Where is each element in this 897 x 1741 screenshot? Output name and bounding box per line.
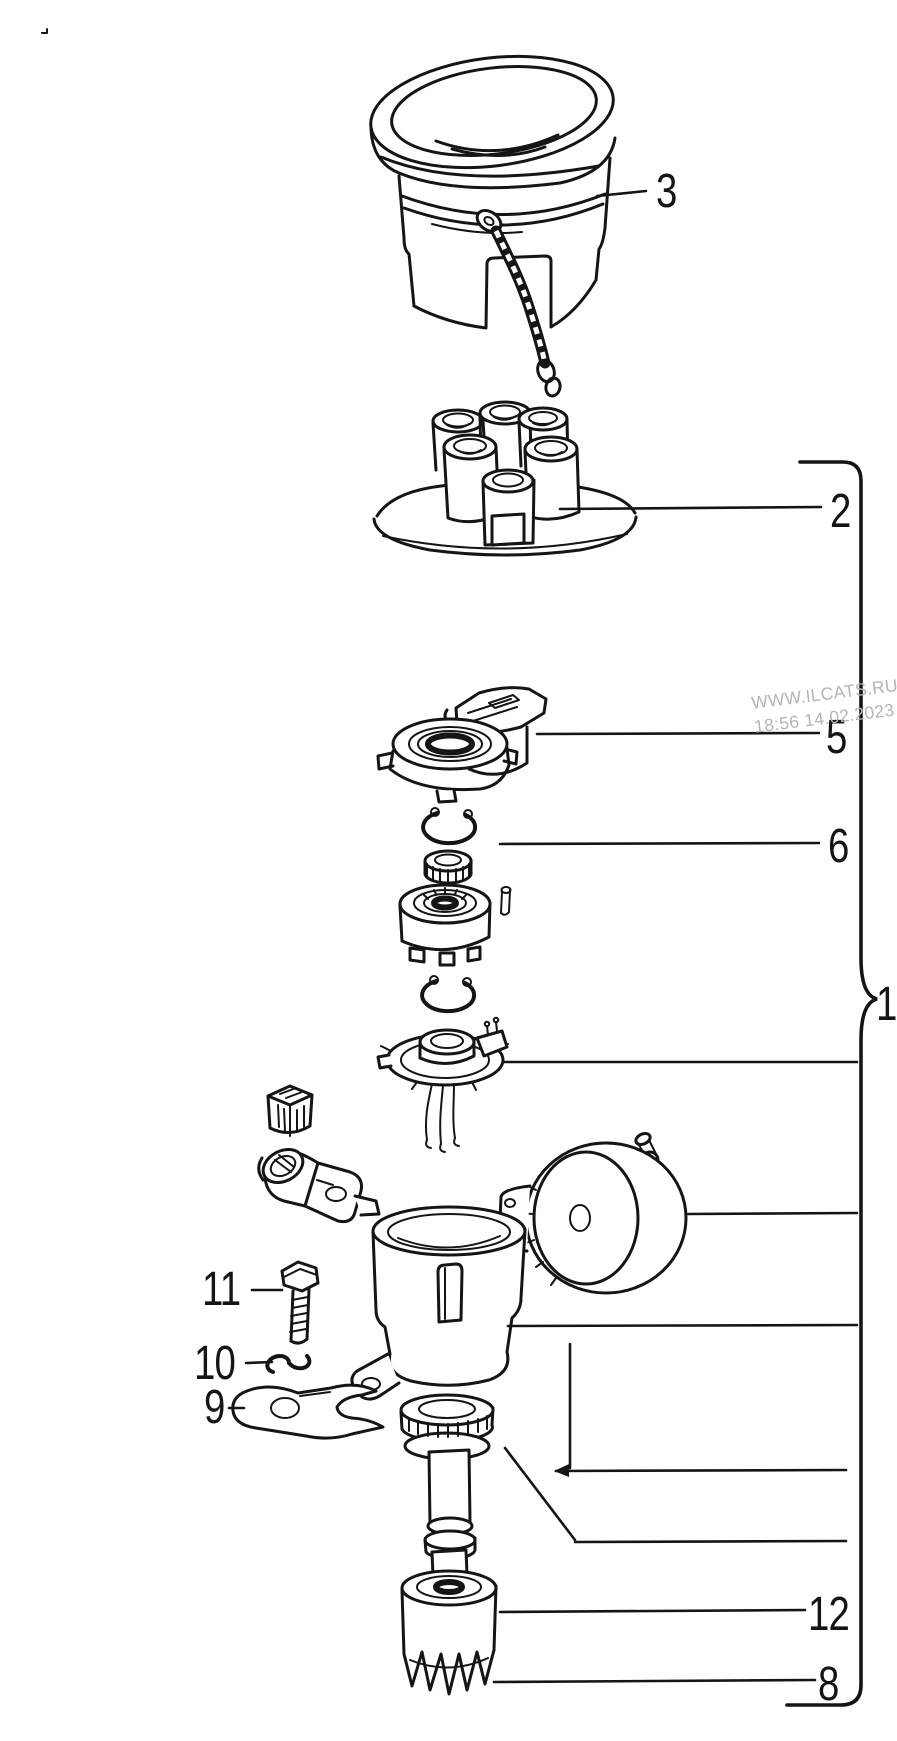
shaft — [423, 1448, 477, 1578]
part-housing — [350, 1205, 527, 1401]
connector-holder — [257, 1147, 381, 1224]
part-dust-shield — [376, 717, 519, 804]
callout-2: 2 — [830, 485, 851, 538]
stray-mark — [41, 28, 48, 34]
callout-6: 6 — [828, 820, 849, 873]
callout-12: 12 — [808, 1588, 850, 1641]
part-fork — [231, 1383, 385, 1440]
group-brace — [785, 460, 878, 1707]
vacuum-unit — [497, 1131, 688, 1295]
part-dust-cap — [369, 54, 617, 398]
callout-8: 8 — [818, 1658, 839, 1711]
part-clip — [265, 1354, 312, 1374]
leader-lines — [227, 189, 859, 1684]
part-drive-gear — [400, 1569, 498, 1696]
callout-9: 9 — [204, 1381, 225, 1434]
callout-1: 1 — [876, 978, 897, 1031]
washer-stack — [399, 1393, 495, 1461]
callout-10: 10 — [194, 1337, 236, 1390]
trigger-unit — [376, 1016, 509, 1153]
bearing-ring — [423, 849, 473, 885]
circlip-upper — [421, 807, 478, 846]
circlip-lower — [420, 975, 477, 1014]
connector — [266, 1084, 314, 1137]
callout-3: 3 — [656, 165, 677, 218]
callout-11: 11 — [202, 1263, 241, 1316]
part-distributor-cap — [372, 400, 638, 557]
cam-collar — [398, 883, 492, 967]
chain — [475, 209, 562, 398]
pin — [500, 886, 512, 916]
part-bolt — [280, 1260, 320, 1345]
callout-5: 5 — [826, 711, 847, 764]
